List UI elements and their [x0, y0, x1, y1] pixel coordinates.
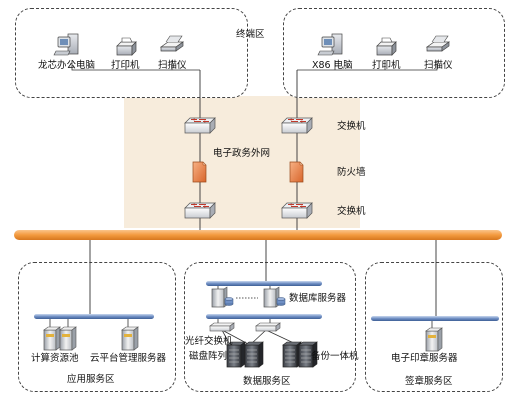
switch-icon — [281, 202, 313, 219]
disk-array-label: 磁盘阵列 — [189, 351, 228, 362]
x86-pc-label: X86 电脑 — [312, 60, 353, 71]
firewall-icon — [192, 161, 207, 183]
switch-icon — [184, 202, 216, 219]
server-icon — [121, 326, 139, 351]
scanner-label-left: 扫描仪 — [158, 60, 187, 71]
database-server-icon — [263, 286, 286, 308]
seal-service-zone — [365, 262, 503, 392]
firewall-label: 防火墙 — [337, 167, 366, 178]
compute-pool-label: 计算资源池 — [31, 353, 79, 364]
seal-zone-bus-bar — [371, 316, 499, 321]
fiber-switch-icon — [209, 322, 235, 332]
server-icon — [59, 326, 77, 351]
egov-network-label: 电子政务外网 — [213, 148, 271, 159]
core-network-band — [124, 96, 360, 228]
server-icon — [425, 327, 443, 352]
data-zone-mid-bus-bar — [206, 314, 322, 319]
scanner-icon — [426, 35, 450, 52]
desktop-pc-icon — [53, 33, 79, 56]
db-server-label: 数据库服务器 — [289, 293, 347, 304]
switch-label-upper: 交换机 — [337, 121, 366, 132]
printer-label-right: 打印机 — [372, 60, 401, 71]
cloud-mgmt-label: 云平台管理服务器 — [90, 353, 167, 364]
storage-rack-icon — [282, 341, 302, 368]
uplink-lines — [89, 70, 437, 318]
scanner-icon — [160, 35, 184, 52]
right-terminal-bus — [297, 60, 438, 71]
loongson-pc-label: 龙芯办公电脑 — [38, 60, 96, 71]
seal-zone-label: 签章服务区 — [405, 376, 453, 387]
printer-icon — [116, 37, 137, 56]
database-server-icon — [211, 286, 234, 308]
desktop-pc-icon — [317, 33, 343, 56]
fiber-switch-label: 光纤交换机 — [185, 336, 233, 347]
core-backbone-bar — [14, 230, 502, 240]
app-zone-bus-bar — [34, 314, 154, 319]
server-icon — [43, 326, 61, 351]
data-zone-top-bus-bar — [206, 281, 322, 286]
terminal-zone-label: 终端区 — [236, 29, 265, 40]
switch-icon — [184, 117, 216, 134]
app-service-zone — [18, 262, 176, 392]
seal-server-label: 电子印章服务器 — [391, 353, 458, 364]
firewall-icon — [289, 161, 304, 183]
printer-icon — [376, 37, 397, 56]
storage-rack-icon — [244, 341, 264, 368]
switch-label-lower: 交换机 — [337, 206, 366, 217]
switch-icon — [281, 117, 313, 134]
app-zone-label: 应用服务区 — [67, 374, 115, 385]
scanner-label-right: 扫描仪 — [424, 60, 453, 71]
data-zone-label: 数据服务区 — [243, 376, 291, 387]
printer-label-left: 打印机 — [111, 60, 140, 71]
backup-label: 备份一体机 — [311, 351, 359, 362]
fiber-switch-icon — [255, 322, 281, 332]
left-terminal-bus — [71, 60, 200, 71]
